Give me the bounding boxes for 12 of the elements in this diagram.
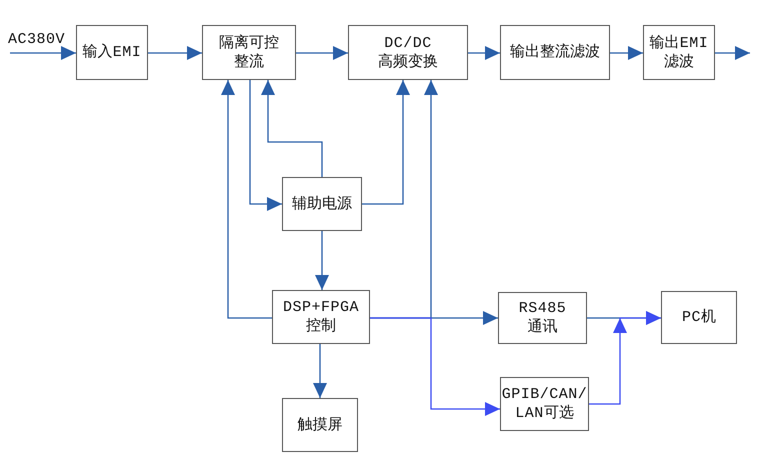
process-box: DSP+FPGA控制	[272, 290, 370, 344]
process-box: 输出整流滤波	[500, 25, 610, 80]
input-label: AC380V	[8, 30, 70, 53]
process-box: 触摸屏	[282, 398, 358, 452]
process-box: PC机	[661, 291, 737, 344]
process-box: 辅助电源	[282, 177, 362, 231]
process-box: DC/DC高频变换	[348, 25, 468, 80]
process-box: 输出EMI滤波	[643, 25, 715, 80]
process-box: RS485通讯	[498, 292, 587, 344]
process-box: 隔离可控整流	[202, 25, 296, 80]
process-box: GPIB/CAN/LAN可选	[500, 377, 589, 431]
process-box: 输入EMI	[76, 25, 148, 80]
